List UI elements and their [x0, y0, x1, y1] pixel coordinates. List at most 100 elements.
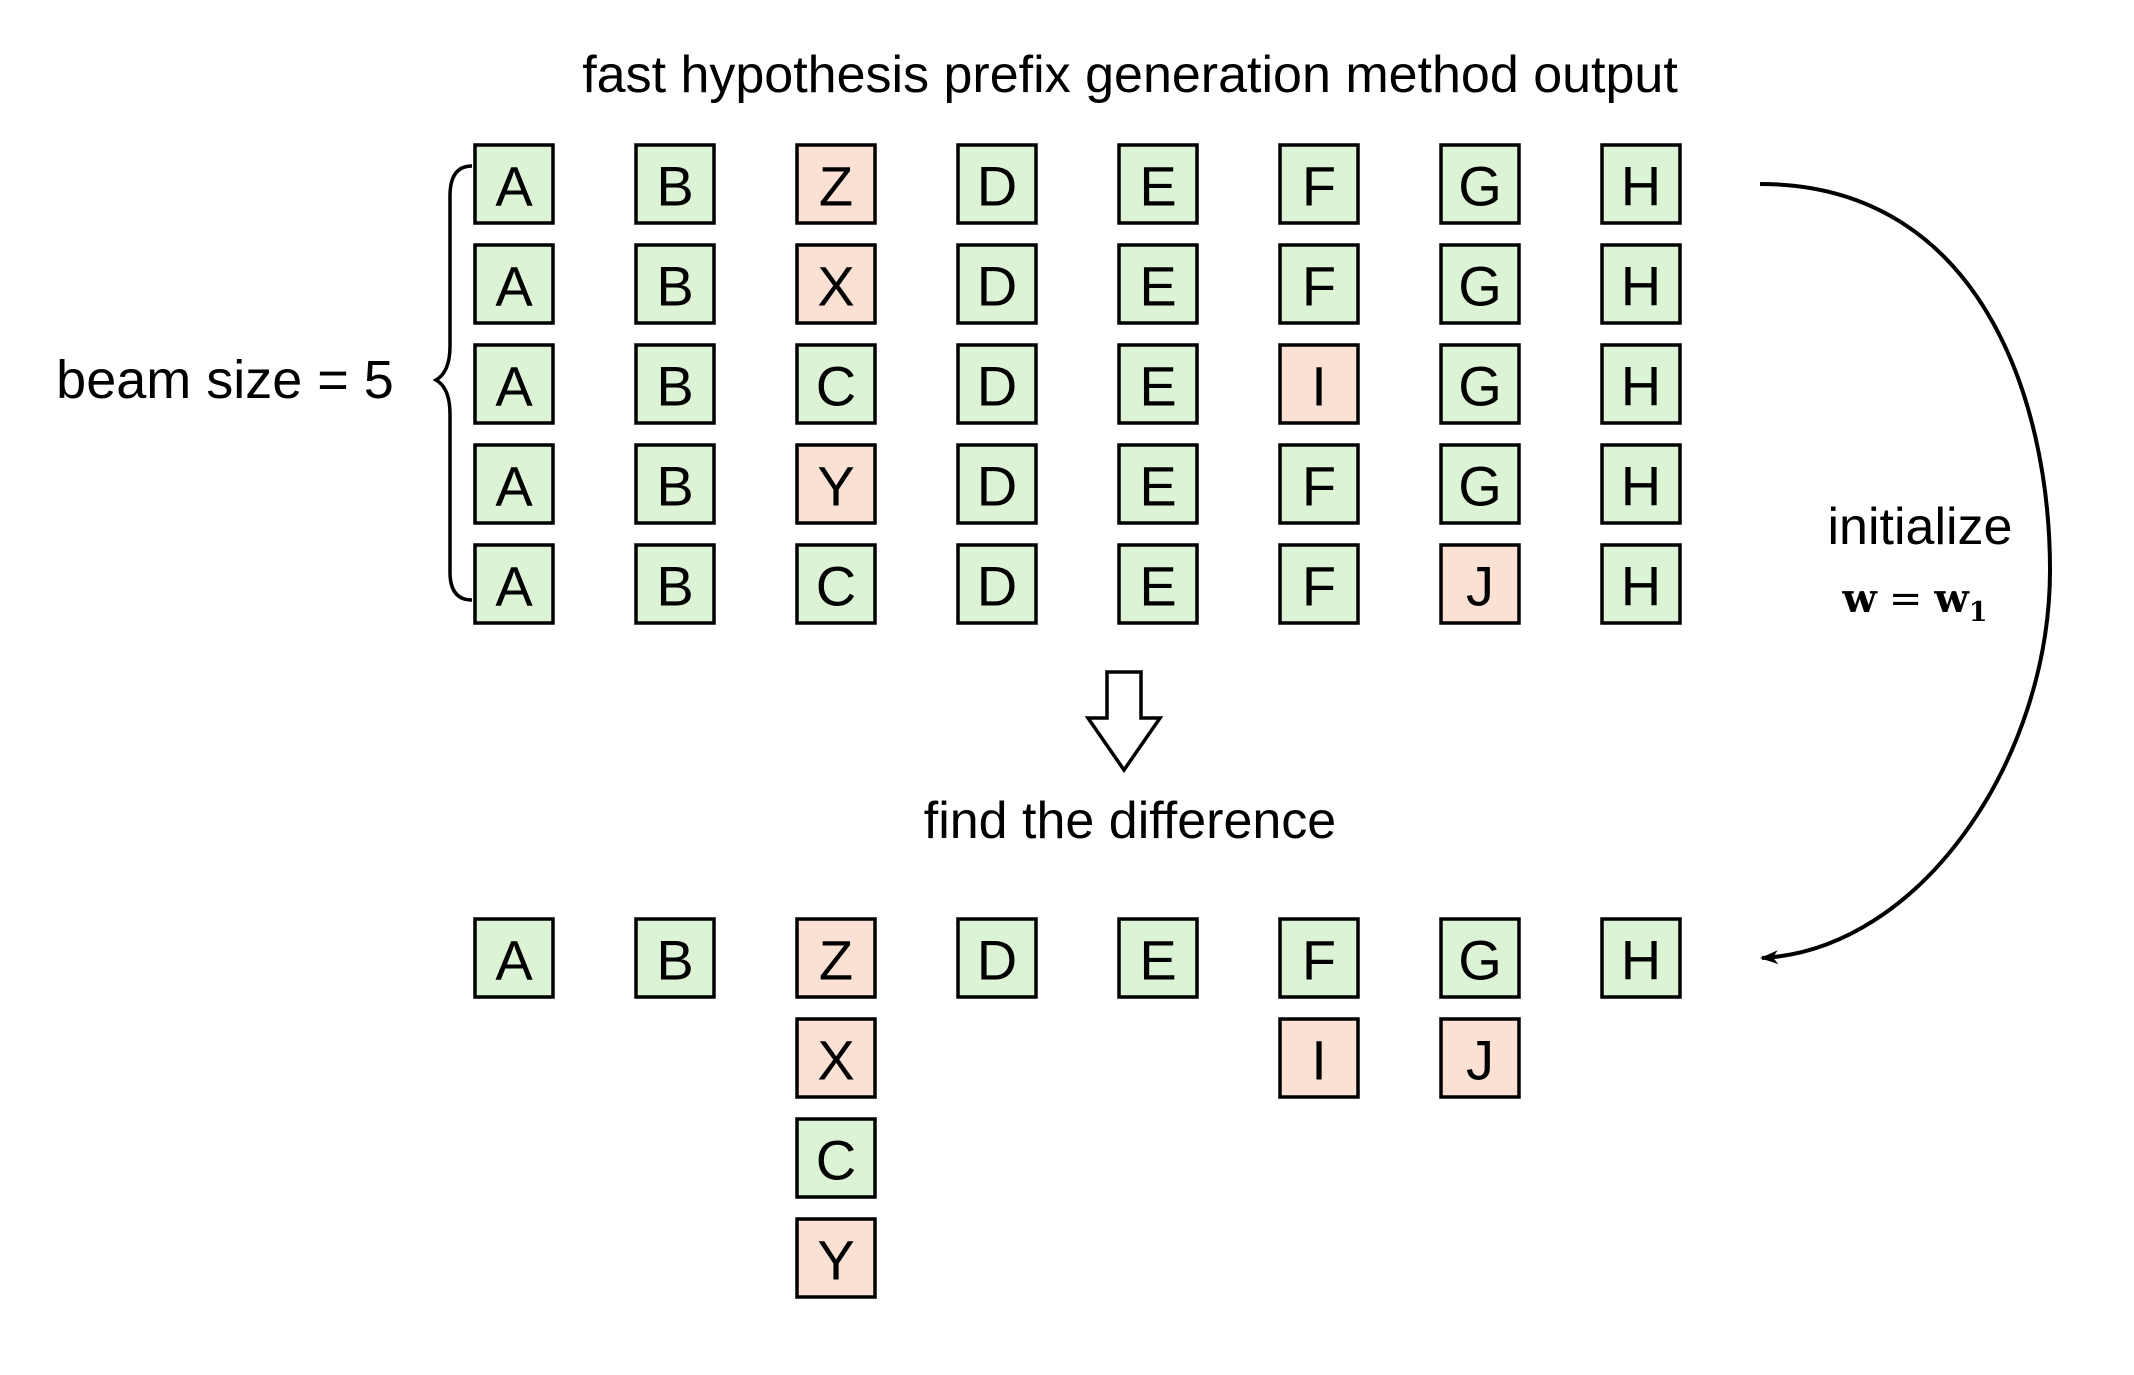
token-letter: X [817, 1029, 854, 1092]
beam-token-r5-c3: C [795, 543, 877, 625]
token-box [1117, 243, 1199, 325]
token-letter: Z [819, 929, 853, 992]
beam-token-r2-c8: H [1600, 243, 1682, 325]
token-box [1278, 1017, 1360, 1099]
token-box [1600, 543, 1682, 625]
beam-token-r2-c6: F [1278, 243, 1360, 325]
token-box [956, 243, 1038, 325]
token-box [1117, 143, 1199, 225]
token-letter: J [1466, 555, 1494, 618]
token-letter: D [977, 355, 1017, 418]
token-letter: E [1139, 355, 1176, 418]
token-box [1600, 917, 1682, 999]
beam-token-r2-c5: E [1117, 243, 1199, 325]
merged-token-c1-r1: A [473, 917, 555, 999]
beam-token-r1-c3: Z [795, 143, 877, 225]
beam-brace [432, 164, 473, 602]
token-box [795, 917, 877, 999]
token-box [634, 243, 716, 325]
token-letter: A [495, 929, 533, 992]
beam-token-r3-c2: B [634, 343, 716, 425]
token-letter: D [977, 255, 1017, 318]
token-letter: H [1621, 355, 1661, 418]
token-box [1439, 443, 1521, 525]
beam-token-r1-c6: F [1278, 143, 1360, 225]
token-letter: H [1621, 555, 1661, 618]
token-box [1278, 917, 1360, 999]
token-letter: F [1302, 455, 1336, 518]
token-box [473, 543, 555, 625]
token-box [1439, 143, 1521, 225]
token-letter: C [816, 1129, 856, 1192]
merged-token-c3-r2: X [795, 1017, 877, 1099]
down-arrow-icon [1084, 670, 1164, 774]
token-letter: D [977, 929, 1017, 992]
merged-token-c5-r1: E [1117, 917, 1199, 999]
beam-token-r2-c7: G [1439, 243, 1521, 325]
token-box [956, 543, 1038, 625]
token-box [1278, 443, 1360, 525]
beam-token-r2-c1: A [473, 243, 555, 325]
token-box [795, 1117, 877, 1199]
merged-token-c7-r2: J [1439, 1017, 1521, 1099]
token-box [795, 143, 877, 225]
token-box [1117, 917, 1199, 999]
token-letter: Z [819, 155, 853, 218]
token-letter: E [1139, 455, 1176, 518]
beam-token-r1-c8: H [1600, 143, 1682, 225]
beam-token-r4-c3: Y [795, 443, 877, 525]
token-letter: B [656, 355, 693, 418]
token-box [1439, 1017, 1521, 1099]
beam-token-r5-c7: J [1439, 543, 1521, 625]
token-letter: J [1466, 1029, 1494, 1092]
token-letter: E [1139, 555, 1176, 618]
token-letter: G [1458, 155, 1502, 218]
merged-token-c6-r2: I [1278, 1017, 1360, 1099]
token-box [634, 917, 716, 999]
token-letter: E [1139, 929, 1176, 992]
token-letter: F [1302, 255, 1336, 318]
token-box [1278, 243, 1360, 325]
token-letter: G [1458, 929, 1502, 992]
token-box [634, 143, 716, 225]
beam-token-r1-c7: G [1439, 143, 1521, 225]
token-box [795, 1017, 877, 1099]
token-letter: A [495, 455, 533, 518]
beam-token-r4-c4: D [956, 443, 1038, 525]
token-letter: X [817, 255, 854, 318]
token-letter: D [977, 455, 1017, 518]
beam-token-r5-c4: D [956, 543, 1038, 625]
initialize-arrow [1759, 182, 2053, 965]
token-box [956, 443, 1038, 525]
merged-token-c3-r1: Z [795, 917, 877, 999]
token-letter: F [1302, 155, 1336, 218]
beam-token-r4-c1: A [473, 443, 555, 525]
beam-token-r5-c2: B [634, 543, 716, 625]
token-box [473, 443, 555, 525]
beam-token-r3-c8: H [1600, 343, 1682, 425]
find-difference-label: find the difference [924, 792, 1336, 850]
beam-token-r2-c4: D [956, 243, 1038, 325]
token-letter: B [656, 929, 693, 992]
token-letter: Y [817, 1229, 854, 1292]
initialize-label: initialize [1828, 498, 2013, 556]
token-letter: G [1458, 255, 1502, 318]
token-letter: B [656, 455, 693, 518]
token-letter: I [1311, 355, 1327, 418]
token-box [1117, 343, 1199, 425]
token-box [634, 543, 716, 625]
beam-token-r5-c8: H [1600, 543, 1682, 625]
token-box [1117, 443, 1199, 525]
token-letter: B [656, 255, 693, 318]
token-box [1117, 543, 1199, 625]
token-box [795, 1217, 877, 1299]
token-box [1600, 443, 1682, 525]
beam-token-r1-c1: A [473, 143, 555, 225]
token-letter: D [977, 555, 1017, 618]
beam-token-r4-c7: G [1439, 443, 1521, 525]
token-letter: H [1621, 155, 1661, 218]
token-letter: B [656, 555, 693, 618]
token-box [1600, 143, 1682, 225]
initialize-formula: w=w1 [1841, 575, 1987, 628]
